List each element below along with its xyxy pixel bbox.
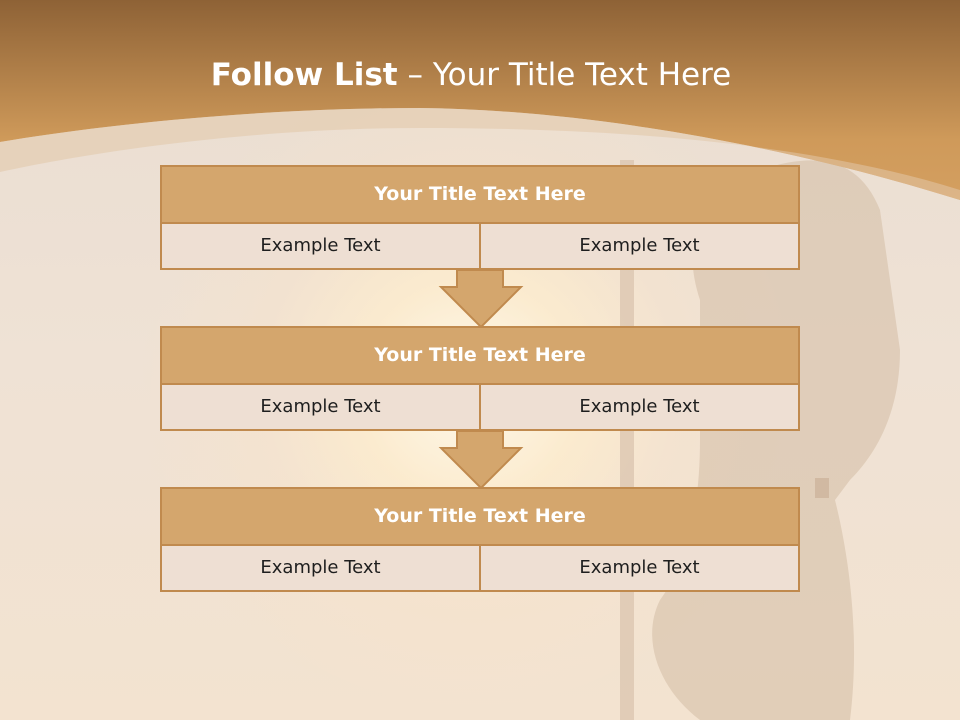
down-arrow-icon xyxy=(438,430,524,490)
step-box-1: Your Title Text Here Example Text Exampl… xyxy=(160,165,800,270)
step-left-cell: Example Text xyxy=(162,224,479,268)
title-dash: – xyxy=(407,57,423,93)
down-arrow-icon xyxy=(438,269,524,329)
step-box-2: Your Title Text Here Example Text Exampl… xyxy=(160,326,800,431)
header-banner xyxy=(0,0,960,200)
page-title: Follow List – Your Title Text Here xyxy=(0,55,942,95)
title-rest: Your Title Text Here xyxy=(432,57,732,93)
step-title: Your Title Text Here xyxy=(162,328,798,383)
step-right-cell: Example Text xyxy=(481,385,798,429)
step-left-cell: Example Text xyxy=(162,385,479,429)
step-right-cell: Example Text xyxy=(481,546,798,590)
title-bold-part: Follow List xyxy=(210,57,398,93)
step-box-3: Your Title Text Here Example Text Exampl… xyxy=(160,487,800,592)
step-title: Your Title Text Here xyxy=(162,167,798,222)
step-title: Your Title Text Here xyxy=(162,489,798,544)
step-right-cell: Example Text xyxy=(481,224,798,268)
step-left-cell: Example Text xyxy=(162,546,479,590)
